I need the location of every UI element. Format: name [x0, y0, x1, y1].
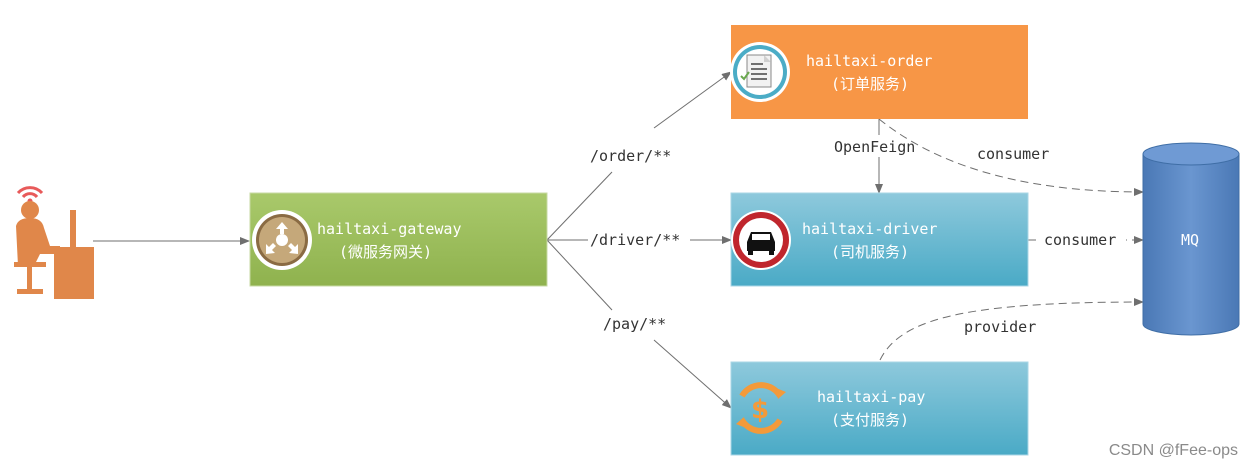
driver-subtitle: (司机服务) — [831, 243, 909, 261]
driver-title: hailtaxi-driver — [802, 220, 937, 238]
car-icon — [731, 210, 791, 270]
edge-label-driver: /driver/** — [590, 231, 680, 249]
edge-gateway-order-a — [546, 171, 613, 241]
pay-title: hailtaxi-pay — [817, 388, 925, 406]
edge-label-pay-mq-bg — [960, 316, 1046, 336]
edge-label-order: /order/** — [590, 147, 671, 165]
edge-gateway-pay-b — [653, 339, 732, 409]
edge-label-openfeign: OpenFeign — [834, 138, 915, 156]
pay-node: $ hailtaxi-pay (支付服务) — [730, 361, 1029, 456]
mq-label: MQ — [1181, 231, 1199, 249]
gateway-subtitle: (微服务网关) — [339, 243, 432, 261]
edge-label-pay-provider: provider — [964, 318, 1036, 336]
edge-gateway-order-b — [653, 71, 732, 129]
user-at-computer-icon — [14, 186, 94, 299]
driver-node: hailtaxi-driver (司机服务) — [730, 192, 1029, 287]
edge-gateway-pay-a — [546, 239, 613, 311]
order-title: hailtaxi-order — [806, 52, 932, 70]
edge-label-driver-mq-bg — [1040, 230, 1126, 250]
edge-label-order-mq-bg — [974, 143, 1060, 163]
gateway-node: hailtaxi-gateway (微服务网关) — [249, 192, 548, 287]
order-subtitle: (订单服务) — [831, 75, 909, 93]
order-node: hailtaxi-order (订单服务) — [730, 25, 1028, 119]
document-checklist-icon — [730, 42, 790, 102]
dollar-refresh-icon: $ — [736, 382, 786, 434]
signal-icon — [16, 186, 44, 195]
edge-label-driver-consumer: consumer — [1044, 231, 1116, 249]
gateway-arrows-icon — [252, 210, 312, 270]
pay-subtitle: (支付服务) — [831, 411, 909, 429]
svg-text:$: $ — [751, 395, 769, 425]
edge-pay-mq — [879, 298, 1144, 361]
watermark: CSDN @fFee-ops — [1108, 442, 1238, 459]
gateway-title: hailtaxi-gateway — [317, 220, 462, 238]
edge-label-order-consumer: consumer — [977, 145, 1049, 163]
edge-label-pay: /pay/** — [603, 315, 666, 333]
mq-cylinder: MQ — [1142, 142, 1240, 336]
